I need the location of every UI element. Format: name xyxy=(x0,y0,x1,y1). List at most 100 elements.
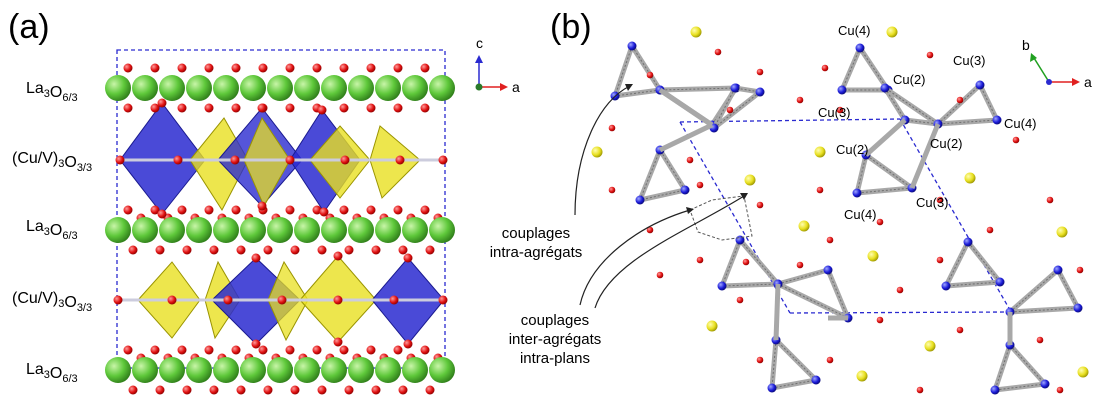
polyhedra-layer-lower xyxy=(118,255,445,345)
panel-a-layer-labels: La3O6/3(Cu/V)3O3/3La3O6/3(Cu/V)3O3/3La3O… xyxy=(12,80,92,385)
cu-atom xyxy=(680,185,690,195)
o-atom xyxy=(986,226,994,234)
panel-a: (a) La3O6/3(Cu/V)3O3/3La3O6/3(Cu/V)3O3/3… xyxy=(8,8,520,395)
o-atom xyxy=(231,345,241,355)
cu-atom xyxy=(992,115,1002,125)
panel-a-atoms xyxy=(105,63,455,395)
o-atom xyxy=(236,385,246,395)
o-atom xyxy=(821,64,829,72)
o-atom xyxy=(425,385,435,395)
o-atom xyxy=(393,205,403,215)
o-atom xyxy=(736,296,744,304)
o-atom xyxy=(182,385,192,395)
axes-indicator-b: b a xyxy=(1022,37,1092,90)
panel-b-atoms xyxy=(591,26,1089,394)
la-atom xyxy=(321,75,347,101)
o-atom xyxy=(319,207,329,217)
o-atom xyxy=(876,316,884,324)
v-atom xyxy=(690,26,702,38)
o-atom xyxy=(366,345,376,355)
o-atom xyxy=(150,205,160,215)
o-atom xyxy=(231,103,241,113)
o-atom xyxy=(263,385,273,395)
o-atom xyxy=(128,245,138,255)
o-atom xyxy=(420,63,430,73)
o-atom xyxy=(339,103,349,113)
o-atom xyxy=(204,63,214,73)
o-atom xyxy=(204,345,214,355)
o-atom xyxy=(173,155,183,165)
cu-atom xyxy=(755,87,765,97)
site-label: Cu(4) xyxy=(1004,116,1037,131)
cu-bond xyxy=(864,118,907,157)
o-atom xyxy=(339,345,349,355)
cu-bond xyxy=(909,123,941,189)
site-label: Cu(3) xyxy=(818,105,851,120)
la-atom xyxy=(348,217,374,243)
o-atom xyxy=(223,295,233,305)
annotation-intra-line1: couplages xyxy=(502,225,570,242)
o-atom xyxy=(366,205,376,215)
site-label: Cu(3) xyxy=(953,53,986,68)
cu-bond xyxy=(945,241,1001,287)
la-atom xyxy=(186,75,212,101)
o-atom xyxy=(340,155,350,165)
cu-bond xyxy=(936,84,998,125)
o-atom xyxy=(236,245,246,255)
o-atom xyxy=(646,226,654,234)
annotation-inter-line3: intra-plans xyxy=(520,350,590,367)
cu-bond xyxy=(769,337,819,391)
o-atom xyxy=(756,201,764,209)
v-atom xyxy=(924,340,936,352)
la-atom xyxy=(267,357,293,383)
o-atom xyxy=(209,245,219,255)
annotation-intra: couplages intra-agrégats xyxy=(490,225,583,261)
la-atom xyxy=(132,75,158,101)
o-atom xyxy=(1046,196,1054,204)
o-atom xyxy=(366,103,376,113)
o-atom xyxy=(420,345,430,355)
o-atom xyxy=(403,339,413,349)
site-label: Cu(2) xyxy=(930,136,963,151)
cu-bond xyxy=(994,344,1047,391)
cu-bond xyxy=(854,152,915,196)
la-atom xyxy=(267,217,293,243)
la-atom xyxy=(213,217,239,243)
o-atom xyxy=(366,63,376,73)
cu-atom xyxy=(837,85,847,95)
cu-atom xyxy=(627,41,637,51)
la-atom xyxy=(186,217,212,243)
o-atom xyxy=(167,295,177,305)
o-atom xyxy=(926,51,934,59)
o-atom xyxy=(312,63,322,73)
la-atom xyxy=(402,75,428,101)
o-atom xyxy=(956,326,964,334)
la-atom xyxy=(375,217,401,243)
o-atom xyxy=(608,124,616,132)
o-atom xyxy=(115,155,125,165)
layer-label: La3O6/3 xyxy=(26,218,78,242)
o-atom xyxy=(150,345,160,355)
cu-atom xyxy=(880,83,890,93)
o-atom xyxy=(285,63,295,73)
la-atom xyxy=(348,357,374,383)
o-atom xyxy=(258,63,268,73)
o-atom xyxy=(696,181,704,189)
o-atom xyxy=(1056,386,1064,394)
la-atom xyxy=(375,357,401,383)
axis-a-label-2: a xyxy=(1084,74,1092,90)
site-label: Cu(4) xyxy=(844,207,877,222)
o-atom xyxy=(393,103,403,113)
la-atom xyxy=(321,357,347,383)
o-atom xyxy=(285,155,295,165)
o-atom xyxy=(177,345,187,355)
la-atom xyxy=(348,75,374,101)
la-atom xyxy=(213,357,239,383)
cu-bond xyxy=(773,283,781,341)
la-atom xyxy=(240,217,266,243)
o-atom xyxy=(371,385,381,395)
o-atom xyxy=(317,245,327,255)
o-atom xyxy=(936,256,944,264)
o-atom xyxy=(1012,136,1020,144)
la-atom xyxy=(105,357,131,383)
